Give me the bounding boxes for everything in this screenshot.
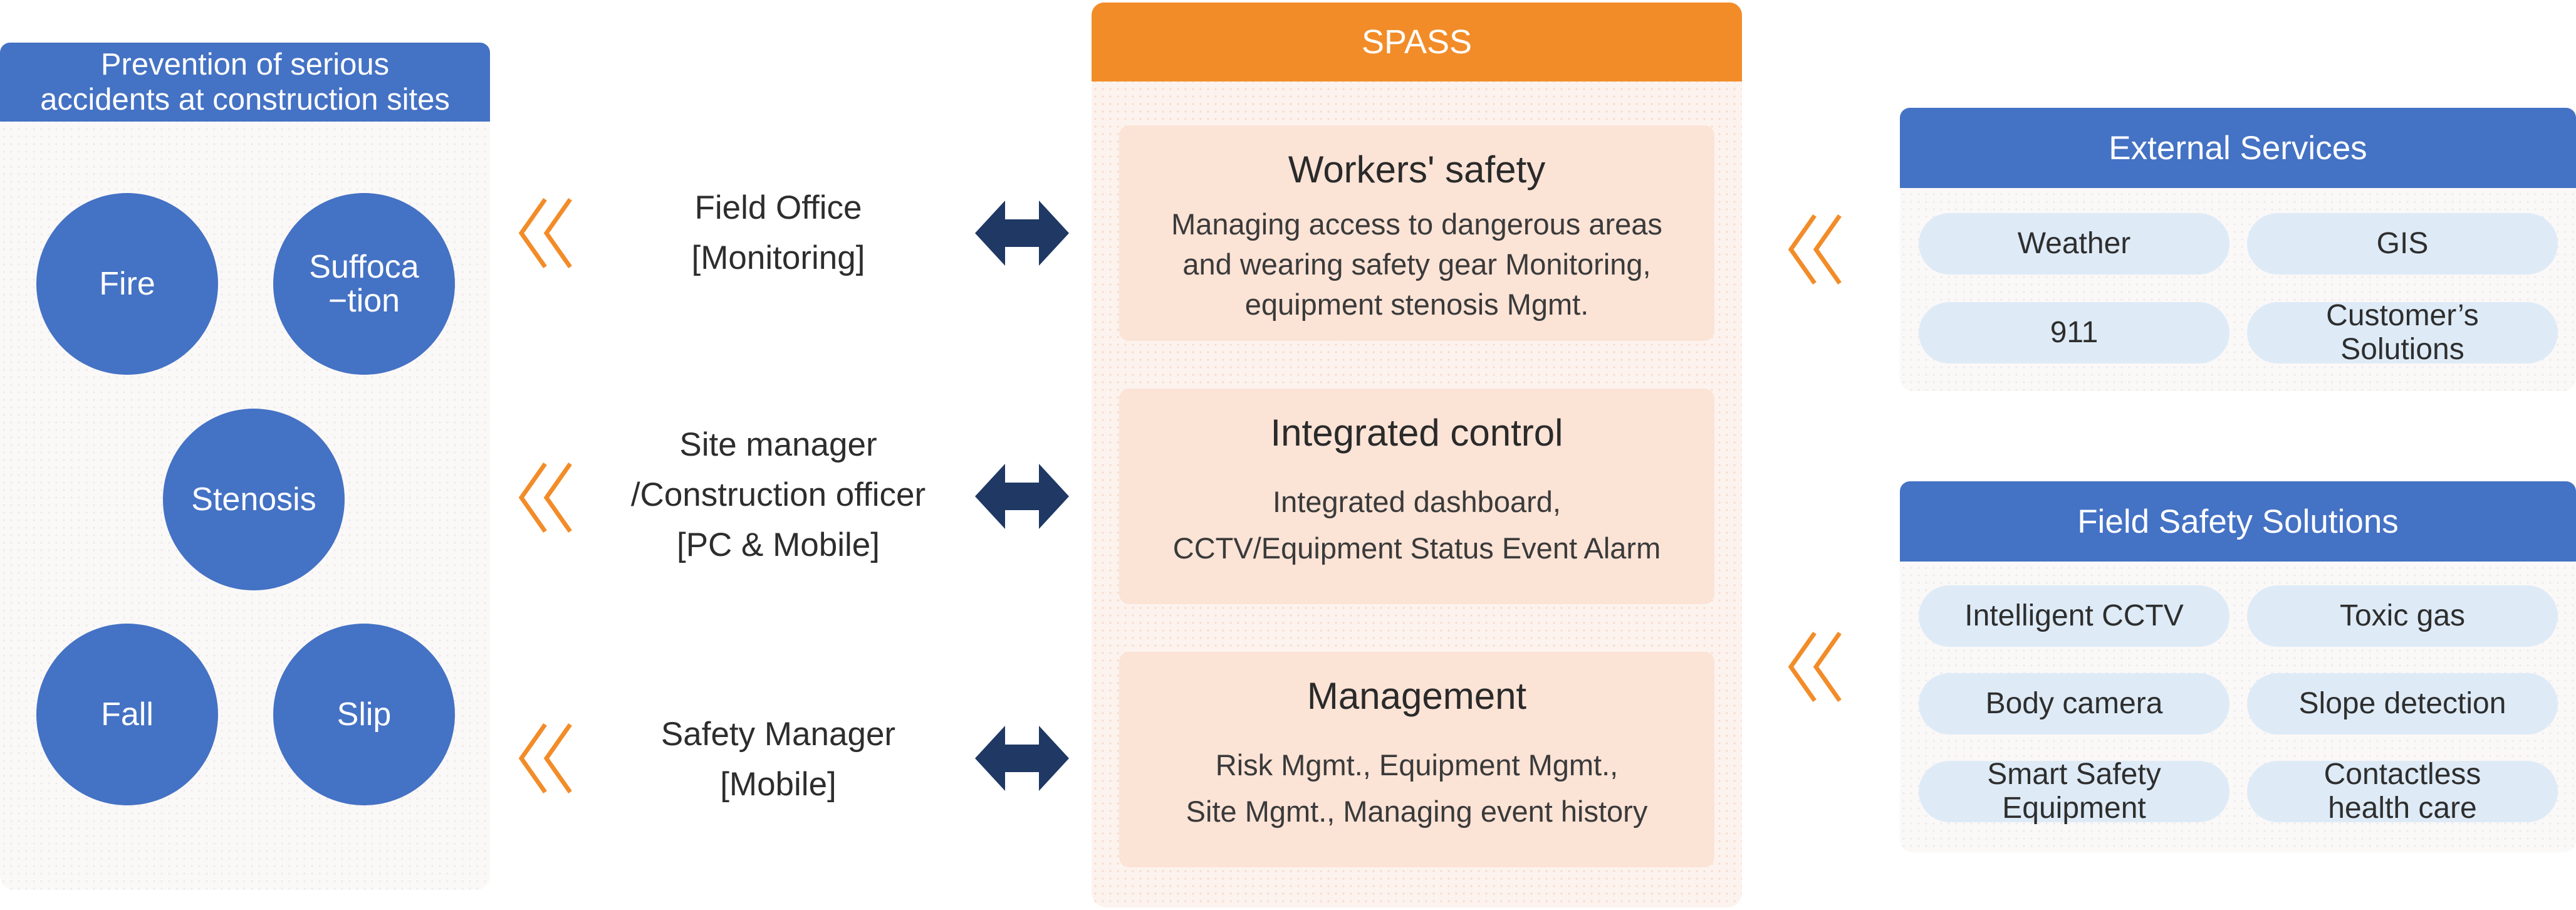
module-workers-safety-desc-1: Managing access to dangerous areas: [1171, 207, 1662, 241]
solution-toxic-gas: Toxic gas: [2247, 585, 2558, 647]
solution-slope-label: Slope detection: [2298, 687, 2506, 720]
module-workers-safety: Workers' safety Managing access to dange…: [1119, 125, 1714, 341]
role-safety-manager-line2: [Mobile]: [720, 766, 837, 803]
hazards-header-line2: accidents at construction sites: [40, 83, 450, 117]
service-weather: Weather: [1919, 213, 2229, 275]
module-workers-safety-desc-2: and wearing safety gear Monitoring,: [1182, 248, 1651, 281]
hazard-suffocation-label-1: Suffoca: [309, 249, 419, 285]
double-headed-arrow-icon: [975, 201, 1069, 266]
service-customer-label-2: Solutions: [2340, 333, 2464, 366]
hazard-fire-label: Fire: [99, 266, 155, 302]
solution-cctv-label: Intelligent CCTV: [1964, 599, 2184, 632]
hazards-header-line1: Prevention of serious: [100, 48, 390, 81]
double-chevron-left-icon: [1788, 214, 1842, 285]
hazards-panel-header: Prevention of serious accidents at const…: [0, 43, 490, 122]
hazard-stenosis-label: Stenosis: [191, 481, 316, 518]
solution-body-camera: Body camera: [1919, 673, 2229, 735]
hazard-slip-label: Slip: [336, 696, 392, 733]
hazard-fire: Fire: [36, 193, 218, 375]
service-911: 911: [1919, 302, 2229, 363]
role-site-manager: Site manager /Construction officer [PC &…: [578, 420, 979, 570]
service-customer-solutions: Customer’s Solutions: [2247, 299, 2558, 366]
field-safety-title: Field Safety Solutions: [1900, 481, 2576, 562]
double-chevron-left-icon: [518, 197, 572, 269]
module-management-desc-2: Site Mgmt., Managing event history: [1186, 795, 1648, 828]
module-integrated-control-desc-2: CCTV/Equipment Status Event Alarm: [1172, 531, 1661, 565]
solution-body-camera-label: Body camera: [1985, 687, 2163, 720]
solution-slope-detection: Slope detection: [2247, 673, 2558, 735]
service-911-label: 911: [2050, 316, 2099, 349]
service-weather-label: Weather: [2017, 227, 2131, 260]
solution-contactless-health-care: Contactless health care: [2247, 758, 2558, 825]
external-services-title: External Services: [1900, 108, 2576, 188]
module-workers-safety-title: Workers' safety: [1288, 149, 1546, 191]
module-integrated-control-desc-1: Integrated dashboard,: [1273, 485, 1561, 518]
module-management-desc-1: Risk Mgmt., Equipment Mgmt.,: [1215, 748, 1619, 782]
hazard-fall-label: Fall: [101, 696, 154, 733]
role-site-manager-line2: /Construction officer: [630, 476, 926, 513]
double-headed-arrow-icon: [975, 726, 1069, 791]
service-gis-label: GIS: [2376, 227, 2429, 260]
hazard-slip: Slip: [273, 624, 455, 805]
solution-smart-safety-equipment: Smart Safety Equipment: [1919, 758, 2229, 825]
hazard-suffocation-label-2: −tion: [328, 283, 400, 319]
role-site-manager-line1: Site manager: [679, 426, 877, 463]
module-workers-safety-desc-3: equipment stenosis Mgmt.: [1244, 288, 1589, 321]
solution-intelligent-cctv: Intelligent CCTV: [1919, 585, 2229, 647]
role-field-office-line2: [Monitoring]: [691, 239, 865, 276]
hazard-stenosis: Stenosis: [163, 409, 345, 590]
spass-title: SPASS: [1092, 3, 1742, 81]
solution-smart-label-1: Smart Safety: [1987, 758, 2161, 791]
role-field-office-line1: Field Office: [694, 189, 862, 226]
double-headed-arrow-icon: [975, 464, 1069, 529]
service-gis: GIS: [2247, 213, 2558, 275]
role-safety-manager: Safety Manager [Mobile]: [578, 709, 979, 810]
solution-smart-label-2: Equipment: [2002, 792, 2146, 825]
solution-toxic-label: Toxic gas: [2339, 599, 2466, 632]
module-integrated-control: Integrated control Integrated dashboard,…: [1119, 389, 1714, 604]
module-management-title: Management: [1306, 675, 1527, 717]
module-integrated-control-title: Integrated control: [1270, 412, 1563, 454]
role-site-manager-line3: [PC & Mobile]: [676, 526, 880, 563]
double-chevron-left-icon: [518, 723, 572, 794]
module-management: Management Risk Mgmt., Equipment Mgmt., …: [1119, 652, 1714, 867]
hazard-fall: Fall: [36, 624, 218, 805]
double-chevron-left-icon: [1788, 631, 1842, 703]
hazard-suffocation: Suffoca −tion: [273, 193, 455, 375]
role-safety-manager-line1: Safety Manager: [660, 716, 896, 753]
service-customer-label-1: Customer’s: [2326, 299, 2479, 332]
solution-contactless-label-1: Contactless: [2323, 758, 2481, 791]
role-field-office: Field Office [Monitoring]: [578, 183, 979, 283]
double-chevron-left-icon: [518, 462, 572, 533]
solution-contactless-label-2: health care: [2328, 792, 2477, 825]
